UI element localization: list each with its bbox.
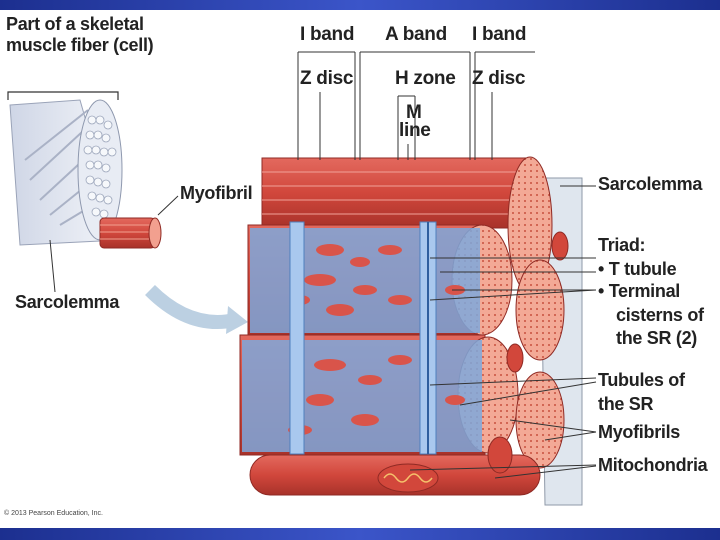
title-line-1: Part of a skeletal <box>6 14 144 34</box>
sarcoplasmic-reticulum <box>242 221 482 455</box>
sarcolemma-left-label: Sarcolemma <box>15 292 120 312</box>
t-tubule-label: • T tubule <box>598 259 677 279</box>
top-banner <box>0 0 720 10</box>
triad-label: Triad: <box>598 235 646 255</box>
copyright-text: © 2013 Pearson Education, Inc. <box>4 510 103 517</box>
terminal-cisterns-label-2: cisterns of <box>616 305 704 325</box>
myofibrils-label: Myofibrils <box>598 422 681 442</box>
a-band-label: A band <box>385 24 447 45</box>
m-line-label-2: line <box>399 120 431 141</box>
z-disc-right-label: Z disc <box>472 68 526 89</box>
i-band-left-label: I band <box>300 24 355 45</box>
m-line-label-1: M <box>406 102 422 123</box>
terminal-cisterns-label-1: • Terminal <box>598 281 680 301</box>
myofibril-label: Myofibril <box>180 183 253 203</box>
sarcolemma-right-label: Sarcolemma <box>598 174 703 194</box>
band-guides <box>297 51 535 160</box>
terminal-cisterns-label-3: the SR (2) <box>616 328 698 348</box>
bottom-banner <box>0 528 720 540</box>
h-zone-label: H zone <box>395 68 456 89</box>
i-band-right-label: I band <box>472 24 527 45</box>
title-line-2: muscle fiber (cell) <box>6 35 154 55</box>
mitochondria-label: Mitochondria <box>598 455 708 475</box>
muscle-fiber-illustration <box>7 91 248 334</box>
tubules-sr-label-2: the SR <box>598 394 654 414</box>
label-leaders <box>409 185 597 479</box>
tubules-sr-label-1: Tubules of <box>598 370 685 390</box>
z-disc-left-label: Z disc <box>300 68 354 89</box>
